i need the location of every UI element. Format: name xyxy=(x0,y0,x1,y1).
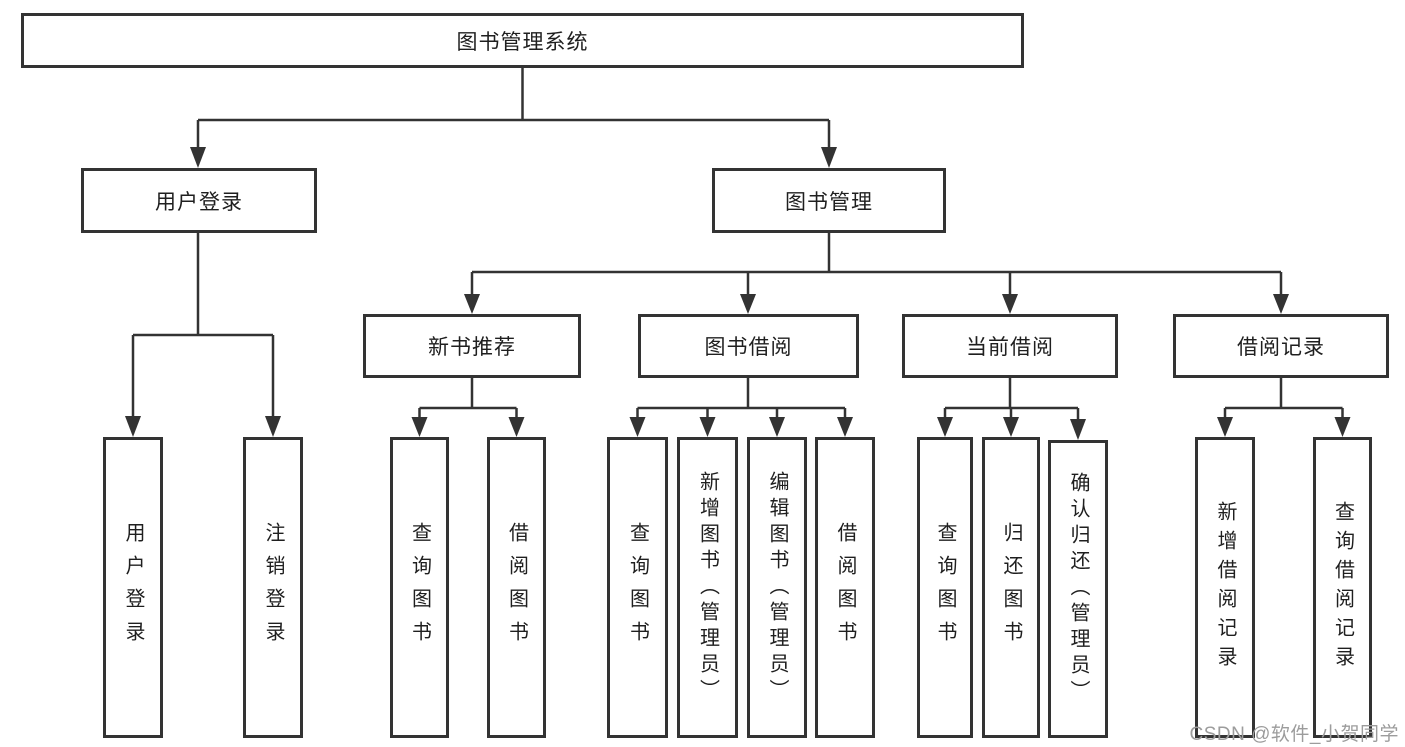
node-leaf-logout-label: 注销登录 xyxy=(262,521,284,654)
node-leaf-nbr-query-books-label: 查询图书 xyxy=(408,521,431,654)
node-leaf-logout: 注销登录 xyxy=(243,437,303,738)
watermark: CSDN @软件_小贺同学 xyxy=(1189,724,1399,745)
node-current-borrow: 当前借阅 xyxy=(902,314,1118,378)
node-leaf-user-login: 用户登录 xyxy=(103,437,163,738)
node-leaf-bb-query-books-label: 查询图书 xyxy=(626,521,649,654)
node-leaf-cb-query-books: 查询图书 xyxy=(917,437,973,738)
node-leaf-nbr-borrow-books-label: 借阅图书 xyxy=(505,521,528,654)
connector-borrow-records xyxy=(1217,377,1351,437)
node-leaf-cb-confirm-return-label: 确认归还（管理员） xyxy=(1067,472,1089,706)
connector-current-borrow xyxy=(937,377,1086,440)
node-leaf-bb-borrow-books: 借阅图书 xyxy=(815,437,875,738)
node-leaf-cb-return-books-label: 归还图书 xyxy=(1000,521,1022,654)
node-book-mgmt-group-label: 图书管理 xyxy=(785,190,873,214)
node-leaf-bb-borrow-books-label: 借阅图书 xyxy=(834,521,856,654)
node-book-borrow-label: 图书借阅 xyxy=(704,336,793,359)
node-new-book-rec: 新书推荐 xyxy=(363,314,581,378)
node-book-mgmt-group: 图书管理 xyxy=(712,168,946,233)
node-leaf-cb-query-books-label: 查询图书 xyxy=(934,521,956,654)
node-leaf-bb-edit-books: 编辑图书（管理员） xyxy=(747,437,807,738)
node-leaf-bb-add-books: 新增图书（管理员） xyxy=(677,437,738,738)
node-user-login-group: 用户登录 xyxy=(81,168,317,233)
node-leaf-user-login-label: 用户登录 xyxy=(122,521,144,654)
node-leaf-br-query-record: 查询借阅记录 xyxy=(1313,437,1372,738)
node-leaf-br-query-record-label: 查询借阅记录 xyxy=(1331,500,1354,675)
node-book-borrow: 图书借阅 xyxy=(638,314,859,378)
node-leaf-nbr-query-books: 查询图书 xyxy=(390,437,449,738)
node-leaf-bb-edit-books-label: 编辑图书（管理员） xyxy=(766,470,788,705)
node-leaf-br-add-record: 新增借阅记录 xyxy=(1195,437,1255,738)
node-leaf-bb-query-books: 查询图书 xyxy=(607,437,668,738)
connector-user-login-group xyxy=(125,232,281,437)
node-leaf-cb-return-books: 归还图书 xyxy=(982,437,1040,738)
node-leaf-nbr-borrow-books: 借阅图书 xyxy=(487,437,546,738)
connector-book-mgmt-group xyxy=(464,232,1289,314)
node-leaf-cb-confirm-return: 确认归还（管理员） xyxy=(1048,440,1108,738)
node-borrow-records: 借阅记录 xyxy=(1173,314,1389,378)
connector-root-to-level2 xyxy=(190,68,837,168)
node-borrow-records-label: 借阅记录 xyxy=(1237,336,1325,359)
connector-new-book-rec xyxy=(411,377,525,437)
node-user-login-group-label: 用户登录 xyxy=(155,190,243,214)
node-root-label: 图书管理系统 xyxy=(456,30,589,54)
node-leaf-br-add-record-label: 新增借阅记录 xyxy=(1214,500,1236,675)
node-root: 图书管理系统 xyxy=(21,13,1024,68)
node-current-borrow-label: 当前借阅 xyxy=(966,336,1054,359)
node-leaf-bb-add-books-label: 新增图书（管理员） xyxy=(696,470,719,705)
node-new-book-rec-label: 新书推荐 xyxy=(428,336,516,359)
connector-book-borrow xyxy=(629,377,853,437)
